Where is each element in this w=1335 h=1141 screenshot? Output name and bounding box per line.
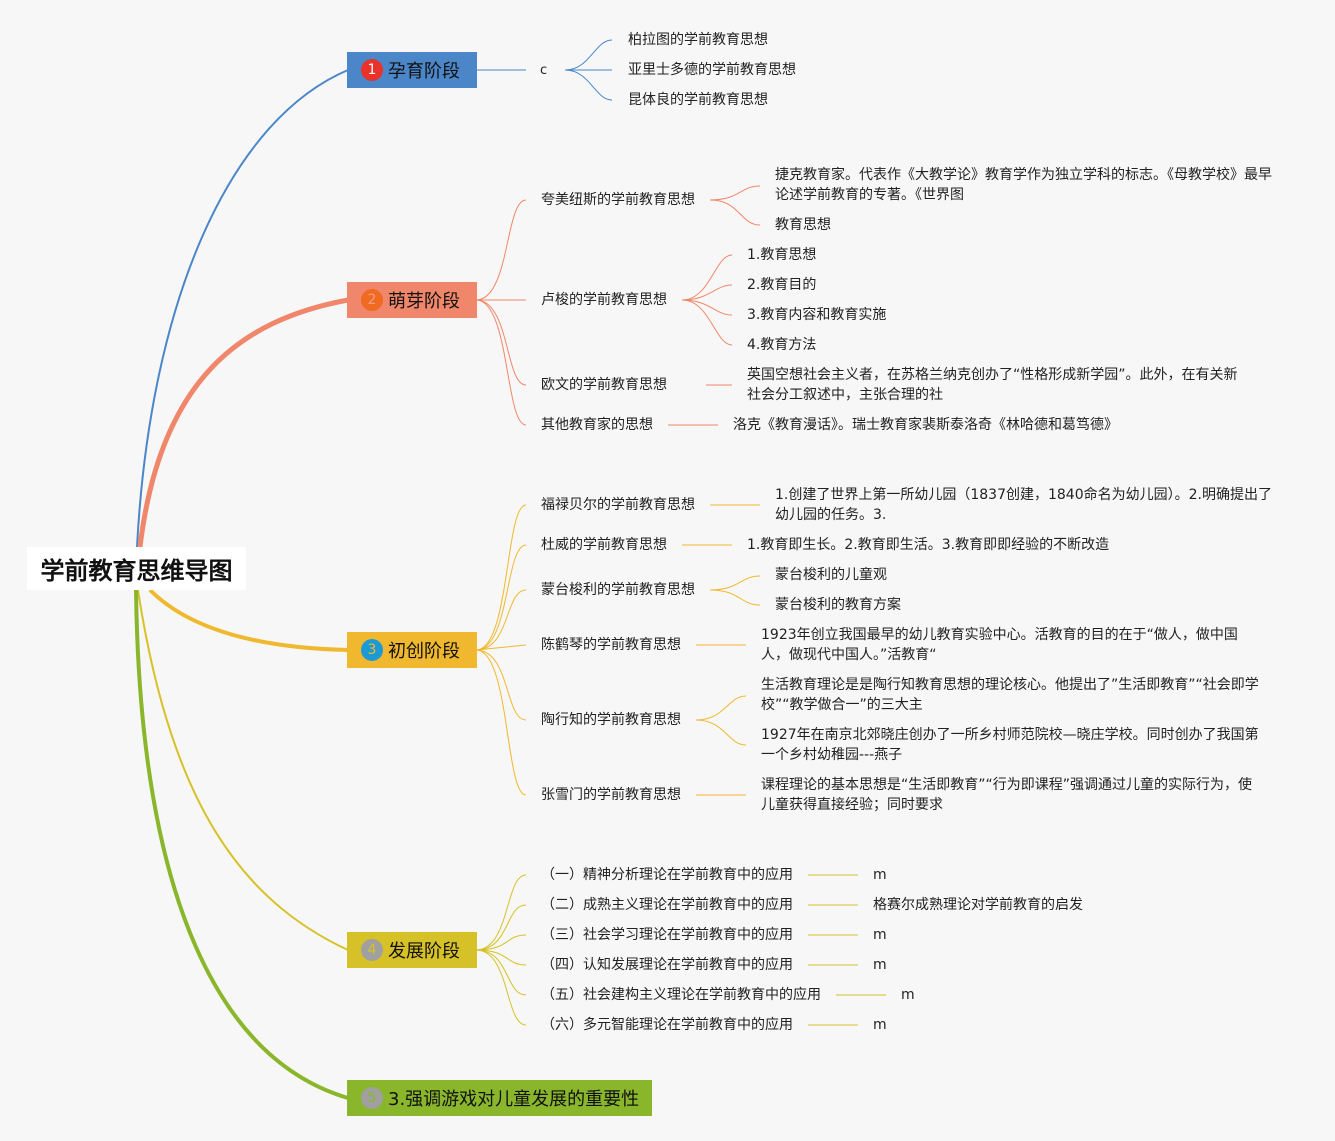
b1-leaf-1[interactable]: 柏拉图的学前教育思想 bbox=[628, 32, 768, 48]
b2-rousseau-leaf-3[interactable]: 3.教育内容和教育实施 bbox=[747, 307, 887, 323]
badge-4: 4 bbox=[361, 939, 383, 961]
b3-tao-label[interactable]: 陶行知的学前教育思想 bbox=[541, 712, 681, 728]
branch-2-node[interactable]: 2 萌芽阶段 bbox=[347, 282, 477, 318]
b2-comenius-label[interactable]: 夸美纽斯的学前教育思想 bbox=[541, 192, 695, 208]
b2-rousseau-label[interactable]: 卢梭的学前教育思想 bbox=[541, 292, 667, 308]
b4-item-3-leaf[interactable]: m bbox=[873, 927, 887, 943]
b4-item-6[interactable]: （六）多元智能理论在学前教育中的应用 bbox=[541, 1017, 793, 1033]
b3-montessori-label[interactable]: 蒙台梭利的学前教育思想 bbox=[541, 582, 695, 598]
b4-item-5-leaf[interactable]: m bbox=[901, 987, 915, 1003]
root-topic[interactable]: 学前教育思维导图 bbox=[27, 547, 246, 590]
b2-owen-leaf[interactable]: 英国空想社会主义者，在苏格兰纳克创办了“性格形成新学园”。此外，在有关新社会分工… bbox=[747, 367, 1238, 403]
b4-item-3[interactable]: （三）社会学习理论在学前教育中的应用 bbox=[541, 927, 793, 943]
b4-item-2-leaf[interactable]: 格赛尔成熟理论对学前教育的启发 bbox=[873, 897, 1083, 913]
badge-2: 2 bbox=[361, 289, 383, 311]
branch-2-label: 萌芽阶段 bbox=[388, 291, 460, 312]
b4-item-4-leaf[interactable]: m bbox=[873, 957, 887, 973]
badge-3: 3 bbox=[361, 639, 383, 661]
b4-item-5[interactable]: （五）社会建构主义理论在学前教育中的应用 bbox=[541, 987, 821, 1003]
b3-zhang-leaf[interactable]: 课程理论的基本思想是“生活即教育”“行为即课程”强调通过儿童的实际行为，使儿童获… bbox=[761, 777, 1253, 813]
b4-item-1-leaf[interactable]: m bbox=[873, 867, 887, 883]
b3-chen-leaf[interactable]: 1923年创立我国最早的幼儿教育实验中心。活教育的目的在于“做人，做中国人，做现… bbox=[761, 627, 1238, 663]
b3-froebel-label[interactable]: 福禄贝尔的学前教育思想 bbox=[541, 497, 695, 513]
b2-rousseau-leaf-4[interactable]: 4.教育方法 bbox=[747, 337, 817, 353]
b4-item-6-leaf[interactable]: m bbox=[873, 1017, 887, 1033]
b3-dewey-leaf[interactable]: 1.教育即生长。2.教育即生活。3.教育即即经验的不断改造 bbox=[747, 537, 1110, 553]
branch-1-label: 孕育阶段 bbox=[388, 61, 460, 82]
b4-item-4[interactable]: （四）认知发展理论在学前教育中的应用 bbox=[541, 957, 793, 973]
branch-5-label: 3.强调游戏对儿童发展的重要性 bbox=[388, 1089, 640, 1110]
b3-chen-label[interactable]: 陈鹤琴的学前教育思想 bbox=[541, 637, 681, 653]
root-title: 学前教育思维导图 bbox=[40, 557, 233, 585]
b3-tao-leaf-2[interactable]: 1927年在南京北郊晓庄创办了一所乡村师范院校—晓庄学校。同时创办了我国第一个乡… bbox=[761, 727, 1259, 763]
b1-leaf-3[interactable]: 昆体良的学前教育思想 bbox=[628, 92, 768, 108]
b2-others-leaf[interactable]: 洛克《教育漫话》。瑞士教育家裴斯泰洛奇《林哈德和葛笃德》 bbox=[733, 417, 1118, 433]
b2-comenius-leaf-1[interactable]: 捷克教育家。代表作《大教学论》教育学作为独立学科的标志。《母教学校》最早论述学前… bbox=[775, 167, 1272, 203]
badge-1: 1 bbox=[361, 59, 383, 81]
badge-5: 5 bbox=[361, 1087, 383, 1109]
branch-5-node[interactable]: 5 3.强调游戏对儿童发展的重要性 bbox=[347, 1080, 652, 1116]
branch-1-node[interactable]: 1 孕育阶段 bbox=[347, 52, 477, 88]
b3-froebel-leaf[interactable]: 1.创建了世界上第一所幼儿园（1837创建，1840命名为幼儿园）。2.明确提出… bbox=[775, 487, 1272, 523]
branch-3-node[interactable]: 3 初创阶段 bbox=[347, 632, 477, 668]
b3-tao-leaf-1[interactable]: 生活教育理论是是陶行知教育思想的理论核心。他提出了”生活即教育”“社会即学校”“… bbox=[761, 677, 1259, 713]
b2-others-label[interactable]: 其他教育家的思想 bbox=[541, 417, 653, 433]
b3-montessori-leaf-2[interactable]: 蒙台梭利的教育方案 bbox=[775, 597, 901, 613]
b3-dewey-label[interactable]: 杜威的学前教育思想 bbox=[541, 537, 667, 553]
branch-4-label: 发展阶段 bbox=[388, 941, 460, 962]
b3-zhang-label[interactable]: 张雪门的学前教育思想 bbox=[541, 787, 681, 803]
b4-item-2[interactable]: （二）成熟主义理论在学前教育中的应用 bbox=[541, 897, 793, 913]
b2-rousseau-leaf-2[interactable]: 2.教育目的 bbox=[747, 277, 817, 293]
b2-rousseau-leaf-1[interactable]: 1.教育思想 bbox=[747, 247, 817, 263]
b2-owen-label[interactable]: 欧文的学前教育思想 bbox=[541, 377, 667, 393]
branch-1-sub[interactable]: c bbox=[540, 63, 548, 78]
branch-3-label: 初创阶段 bbox=[388, 641, 460, 662]
b3-montessori-leaf-1[interactable]: 蒙台梭利的儿童观 bbox=[775, 567, 887, 583]
b2-comenius-leaf-2[interactable]: 教育思想 bbox=[775, 217, 831, 233]
b1-leaf-2[interactable]: 亚里士多德的学前教育思想 bbox=[628, 62, 796, 78]
branch-4-node[interactable]: 4 发展阶段 bbox=[347, 932, 477, 968]
b4-item-1[interactable]: （一）精神分析理论在学前教育中的应用 bbox=[541, 867, 793, 883]
